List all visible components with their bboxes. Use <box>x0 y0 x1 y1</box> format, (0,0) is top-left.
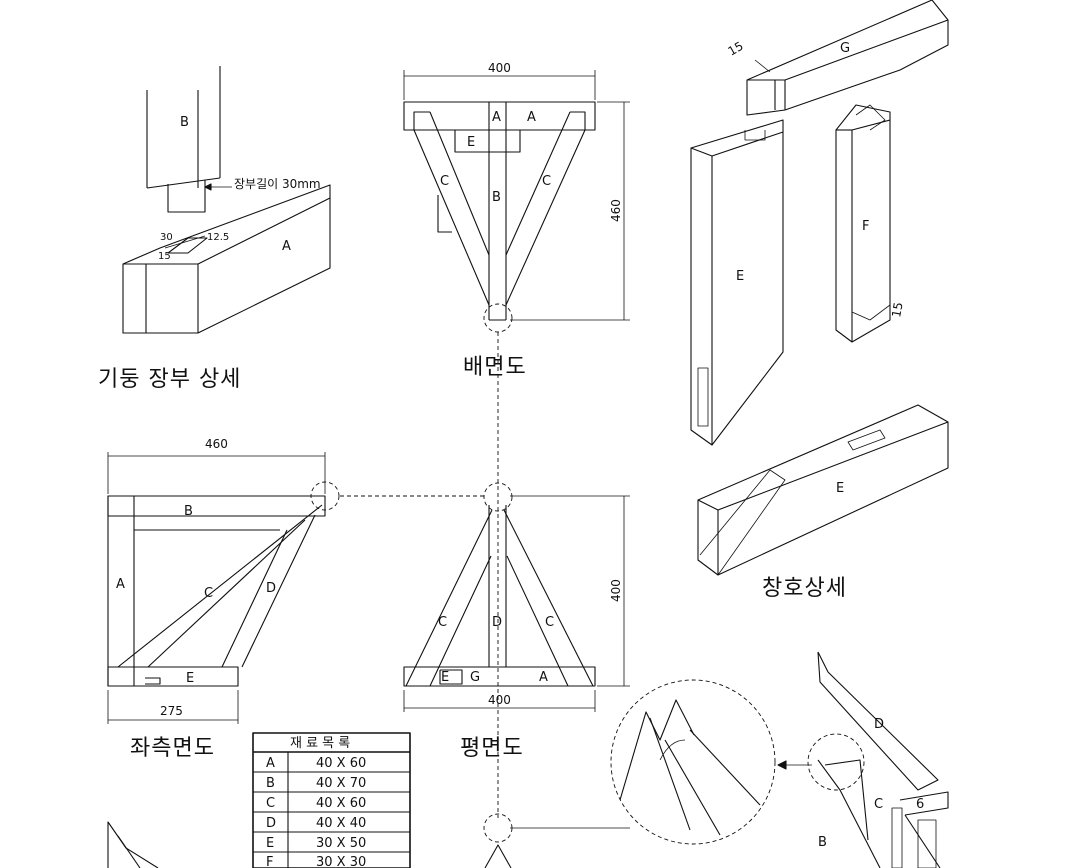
svg-text:40 X 70: 40 X 70 <box>316 776 366 791</box>
bottom-left-partial-drawing <box>107 813 630 868</box>
left-label-a: A <box>116 577 125 592</box>
plan-label-d: D <box>492 615 502 630</box>
window-detail-title: 창호상세 <box>762 576 847 601</box>
svg-text:D: D <box>266 816 276 831</box>
tenon-label-b: B <box>180 115 189 130</box>
enlarged-label-c: C <box>874 797 883 812</box>
material-table-header: 재 료 목 록 <box>290 736 350 751</box>
svg-text:B: B <box>266 776 275 791</box>
svg-text:A: A <box>266 756 275 771</box>
back-view <box>403 70 630 333</box>
left-view <box>107 452 340 724</box>
tenon-dim-12-5: 12.5 <box>207 232 229 243</box>
back-label-a2: A <box>527 110 536 125</box>
plan-label-a: A <box>539 670 548 685</box>
tenon-label-a: A <box>282 239 291 254</box>
detail-label-f: F <box>862 219 869 234</box>
plan-dim-height: 400 <box>609 579 623 602</box>
material-table-row: E 30 X 50 <box>266 836 366 851</box>
plan-label-c2: C <box>545 615 554 630</box>
svg-text:F: F <box>266 855 273 868</box>
svg-text:30 X 30: 30 X 30 <box>316 855 366 868</box>
plan-view-title: 평면도 <box>460 736 524 761</box>
svg-text:40 X 60: 40 X 60 <box>316 756 366 771</box>
tenon-detail-title: 기둥 장부 상세 <box>98 367 241 392</box>
tenon-dim-30: 30 <box>160 232 173 243</box>
detail-label-e1: E <box>736 269 744 284</box>
back-label-c2: C <box>542 174 551 189</box>
detail-label-e2: E <box>836 481 844 496</box>
joint-enlarged-detail <box>610 651 949 868</box>
left-label-b: B <box>184 504 193 519</box>
detail-dim-f-15: 15 <box>889 301 905 318</box>
back-dim-height: 460 <box>609 199 623 222</box>
plan-label-e: E <box>441 670 449 685</box>
back-label-b: B <box>492 190 501 205</box>
left-view-title: 좌측면도 <box>130 736 215 761</box>
window-detail <box>690 0 949 576</box>
svg-text:30 X 50: 30 X 50 <box>316 836 366 851</box>
left-label-d: D <box>266 581 276 596</box>
material-table-row: F 30 X 30 <box>266 855 366 868</box>
detail-dim-g-15: 15 <box>726 39 746 59</box>
left-label-c: C <box>204 586 213 601</box>
left-dim-bottom: 275 <box>160 704 183 718</box>
left-dim-width: 460 <box>205 437 228 451</box>
back-label-e: E <box>467 135 475 150</box>
svg-text:40 X 60: 40 X 60 <box>316 796 366 811</box>
svg-text:C: C <box>266 796 275 811</box>
svg-text:E: E <box>266 836 274 851</box>
detail-label-g: G <box>840 41 850 56</box>
back-label-c1: C <box>440 174 449 189</box>
left-label-e: E <box>186 671 194 686</box>
material-table-row: C 40 X 60 <box>266 796 366 811</box>
tenon-length-note: 장부길이 30mm <box>234 177 321 191</box>
plan-view <box>403 482 630 712</box>
plan-label-g: G <box>470 670 480 685</box>
enlarged-label-b: B <box>818 835 827 850</box>
svg-text:40 X 40: 40 X 40 <box>316 816 366 831</box>
material-table-row: B 40 X 70 <box>266 776 366 791</box>
material-table-row: D 40 X 40 <box>266 816 366 831</box>
back-dim-width: 400 <box>488 61 511 75</box>
plan-dim-width: 400 <box>488 693 511 707</box>
enlarged-label-d: D <box>874 717 884 732</box>
back-label-a1: A <box>492 110 501 125</box>
tenon-detail <box>122 66 331 334</box>
material-table-row: A 40 X 60 <box>266 756 366 771</box>
enlarged-dim-6: 6 <box>916 797 924 812</box>
material-table <box>252 732 411 868</box>
back-view-title: 배면도 <box>463 355 527 380</box>
plan-label-c1: C <box>438 615 447 630</box>
tenon-dim-15: 15 <box>158 251 171 262</box>
